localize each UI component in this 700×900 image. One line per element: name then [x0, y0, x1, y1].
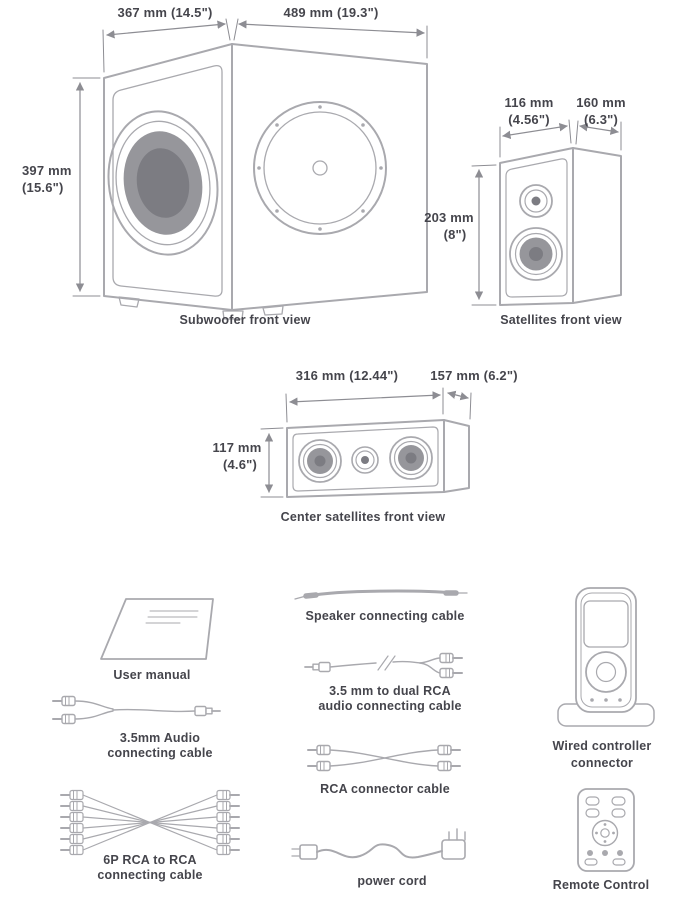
speaker-cable-icon: Speaker connecting cable: [294, 589, 468, 623]
subwoofer-dim-width-right: 489 mm (19.3"): [284, 5, 379, 20]
satellite-dim-width-line1: 116 mm: [505, 95, 554, 110]
center-side-face: [443, 419, 470, 493]
subwoofer-passive-radiator-icon: [253, 101, 387, 235]
rca-6p-caption-line1: 6P RCA to RCA: [103, 853, 197, 867]
center-satellite-front-view-drawing: 316 mm (12.44") 157 mm (6.2") 117 mm (4.…: [213, 368, 518, 524]
subwoofer-woofer-icon: [107, 110, 219, 256]
user-manual-icon: User manual: [100, 598, 214, 682]
audio-cable-35-caption-line1: 3.5mm Audio: [120, 731, 200, 745]
power-cord-caption: power cord: [357, 874, 426, 888]
center-left-woofer-icon: [298, 439, 342, 483]
center-tweeter-icon: [351, 446, 379, 474]
center-caption: Center satellites front view: [281, 510, 446, 524]
subwoofer-feet: [118, 296, 284, 320]
audio-cable-35-icon: 3.5mm Audio connecting cable: [52, 695, 221, 760]
rca-6p-cable-icon: 6P RCA to RCA connecting cable: [60, 789, 240, 882]
cable-35-to-rca-caption-line1: 3.5 mm to dual RCA: [329, 684, 451, 698]
cable-35-to-rca-icon: 3.5 mm to dual RCA audio connecting cabl…: [304, 652, 463, 713]
satellite-front-face: [499, 147, 574, 306]
satellite-baffle-frame: [505, 158, 568, 298]
satellite-caption: Satellites front view: [500, 313, 622, 327]
satellite-dim-height-line1: 203 mm: [424, 210, 474, 225]
satellite-dimension-lines: [471, 119, 622, 306]
satellite-dim-depth-line1: 160 mm: [576, 95, 626, 110]
wired-controller-icon: Wired controller connector: [553, 587, 655, 770]
rca-cable-icon: RCA connector cable: [307, 744, 461, 796]
rca-6p-caption-line2: connecting cable: [97, 868, 202, 882]
remote-control-caption: Remote Control: [553, 878, 650, 892]
user-manual-caption: User manual: [113, 668, 190, 682]
satellite-dim-height-line2: (8"): [444, 227, 467, 242]
subwoofer-dim-width-left: 367 mm (14.5"): [118, 5, 213, 20]
center-dim-depth: 157 mm (6.2"): [430, 368, 518, 383]
subwoofer-baffle-frame: [112, 64, 223, 297]
remote-control-icon: Remote Control: [553, 788, 650, 892]
satellite-dim-width-line2: (4.56"): [508, 112, 550, 127]
center-right-woofer-icon: [389, 436, 433, 480]
wired-controller-caption-line2: connector: [571, 756, 633, 770]
power-cord-icon: power cord: [291, 828, 466, 888]
satellite-tweeter-icon: [519, 184, 553, 218]
center-dim-width: 316 mm (12.44"): [296, 368, 398, 383]
satellite-dim-depth-line2: (6.3"): [584, 112, 618, 127]
subwoofer-dim-height-line1: 397 mm: [22, 163, 72, 178]
audio-cable-35-caption-line2: connecting cable: [107, 746, 212, 760]
subwoofer-caption: Subwoofer front view: [179, 313, 310, 327]
speaker-cable-caption: Speaker connecting cable: [305, 609, 464, 623]
subwoofer-dimension-lines: [72, 18, 428, 297]
rca-cable-caption: RCA connector cable: [320, 782, 450, 796]
satellite-side-face: [572, 147, 622, 304]
subwoofer-front-view-drawing: 367 mm (14.5") 489 mm (19.3") 397 mm (15…: [22, 5, 428, 327]
center-dim-height-line1: 117 mm: [213, 440, 262, 455]
satellite-front-view-drawing: 116 mm (4.56") 160 mm (6.3") 203 mm (8")…: [424, 95, 626, 327]
center-baffle-frame: [292, 426, 439, 492]
center-dim-height-line2: (4.6"): [223, 457, 257, 472]
center-dimension-lines: [260, 387, 472, 498]
screw-dots: [257, 105, 383, 231]
satellite-woofer-icon: [509, 227, 563, 281]
wired-controller-caption-line1: Wired controller: [553, 739, 652, 753]
cable-35-to-rca-caption-line2: audio connecting cable: [318, 699, 461, 713]
subwoofer-dim-height-line2: (15.6"): [22, 180, 64, 195]
